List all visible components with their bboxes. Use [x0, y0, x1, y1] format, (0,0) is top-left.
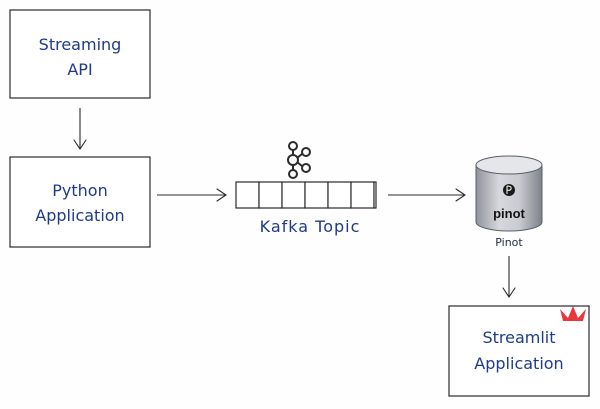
- pinot-logo-text: pinot: [493, 206, 525, 221]
- kafka-topic-queue: [235, 181, 377, 209]
- python-application-box: [9, 156, 151, 248]
- pinot-logo-icon: [475, 155, 543, 232]
- streamlit-application-node: Streamlit Application: [448, 305, 590, 397]
- streaming-api-label-line1: Streaming: [39, 35, 122, 54]
- edge-api-to-python: [73, 108, 87, 150]
- queue-cell-edge: [373, 181, 377, 209]
- streaming-api-label-line2: API: [67, 60, 92, 79]
- python-application-node: Python Application: [9, 156, 151, 248]
- queue-cell: [258, 181, 283, 209]
- queue-cell: [327, 181, 352, 209]
- streaming-api-box: [9, 9, 151, 99]
- streaming-api-node: Streaming API: [9, 9, 151, 99]
- python-application-label-line1: Python: [52, 181, 107, 200]
- edge-python-to-kafka: [157, 188, 227, 202]
- streamlit-crown-icon: [560, 306, 586, 321]
- python-application-label-line2: Application: [35, 206, 124, 225]
- queue-cell: [304, 181, 329, 209]
- pinot-caption: Pinot: [495, 236, 523, 249]
- edge-kafka-to-pinot: [388, 188, 466, 202]
- queue-cell: [235, 181, 260, 209]
- pinot-node: pinot Pinot: [475, 155, 543, 249]
- edge-pinot-to-streamlit: [502, 256, 516, 298]
- queue-cell: [281, 181, 306, 209]
- kafka-logo-icon: [287, 141, 311, 179]
- streamlit-application-label-line2: Application: [474, 354, 563, 373]
- streamlit-application-label-line1: Streamlit: [482, 328, 555, 347]
- queue-cell: [350, 181, 375, 209]
- kafka-topic-label: Kafka Topic: [260, 217, 361, 236]
